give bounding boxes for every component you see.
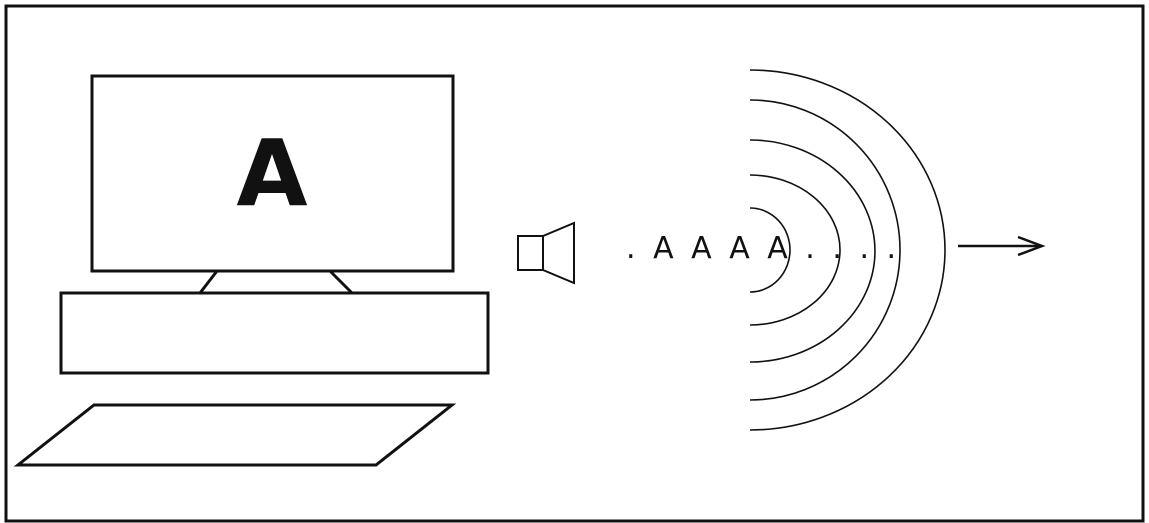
keyboard	[18, 405, 452, 465]
monitor-stand-right	[330, 271, 352, 293]
system-unit	[61, 293, 488, 373]
monitor-stand-left	[200, 271, 217, 293]
computer-icon: A	[18, 76, 488, 465]
speaker-cone	[543, 223, 574, 283]
speaker-body	[518, 236, 543, 270]
arrow-right-icon	[958, 237, 1042, 255]
speaker-icon	[518, 223, 574, 283]
screen-letter: A	[236, 120, 307, 227]
sound-text: . A A A A . . . .	[626, 231, 900, 266]
